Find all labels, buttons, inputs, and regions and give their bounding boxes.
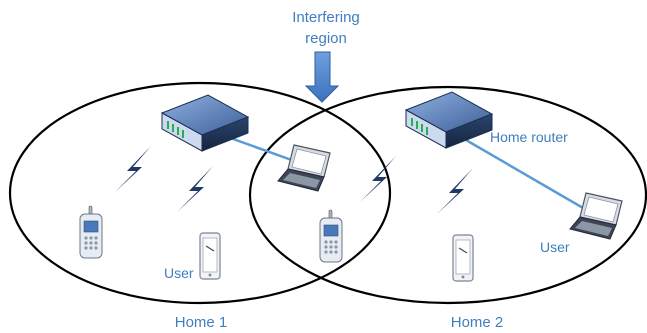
home-router-label: Home router <box>490 129 568 145</box>
laptop-icon <box>277 144 331 192</box>
router-icon <box>161 94 249 152</box>
user-label-left: User <box>164 265 194 281</box>
mobile-phone-icon <box>79 205 103 259</box>
interfering-label-line1: Interfering <box>292 9 360 26</box>
router-icon <box>405 91 493 149</box>
lightning-bolt-icon <box>437 168 473 214</box>
down-arrow-icon <box>304 51 340 103</box>
interfering-label-line2: region <box>305 30 347 47</box>
home2-ellipse <box>248 85 647 305</box>
mobile-phone-icon <box>319 209 343 263</box>
tablet-icon <box>199 232 221 280</box>
lightning-bolt-icon <box>115 146 151 192</box>
home1-label: Home 1 <box>175 314 228 331</box>
lightning-bolt-icon <box>177 166 213 212</box>
laptop-icon <box>569 192 623 240</box>
link-router1-laptop <box>221 133 301 165</box>
home2-label: Home 2 <box>451 314 504 331</box>
tablet-icon <box>452 234 474 282</box>
user-label-right: User <box>540 239 570 255</box>
link-router2-laptop <box>465 138 591 214</box>
home1-ellipse <box>8 81 392 305</box>
